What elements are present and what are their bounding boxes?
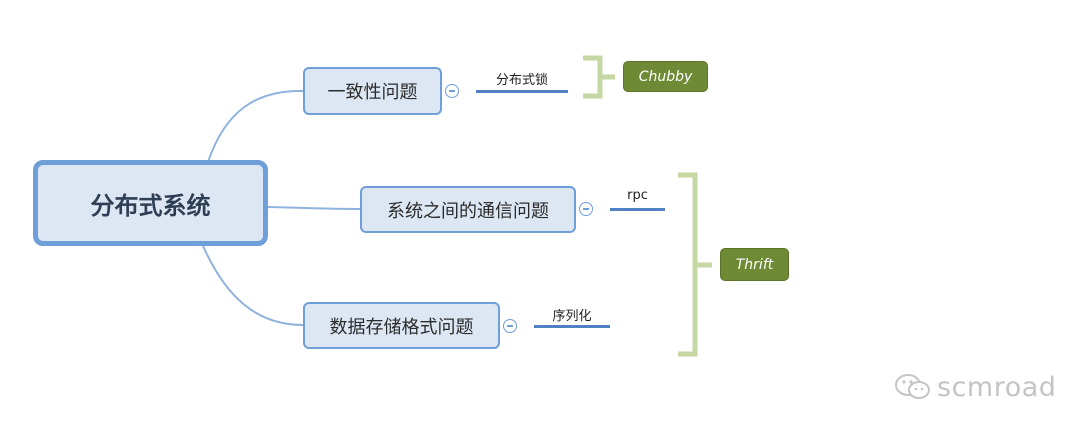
tag-chubby[interactable]: Chubby: [623, 61, 708, 92]
branch-label-storage-format: 数据存储格式问题: [329, 316, 474, 338]
root-node-distributed-system[interactable]: 分布式系统: [33, 160, 268, 246]
watermark: scmroad: [893, 371, 1056, 403]
tag-label-thrift: Thrift: [735, 256, 774, 273]
connector-root-to-communication: [267, 206, 361, 210]
bracket-thrift: [678, 172, 712, 357]
tag-thrift[interactable]: Thrift: [720, 248, 789, 281]
leaf-label-serialization: 序列化: [552, 309, 592, 324]
branch-node-consistency[interactable]: 一致性问题: [303, 67, 442, 115]
leaf-line-rpc: [610, 208, 665, 211]
branch-label-communication: 系统之间的通信问题: [387, 200, 549, 222]
leaf-line-serialization: [534, 325, 610, 328]
connector-root-to-storage: [202, 245, 304, 326]
wechat-icon: [895, 374, 930, 399]
connector-root-to-consistency: [207, 89, 304, 163]
collapse-icon[interactable]: [445, 84, 459, 98]
watermark-text: scmroad: [937, 371, 1057, 403]
leaf-label-distributed-lock: 分布式锁: [495, 73, 548, 88]
leaf-line-distributed-lock: [476, 90, 568, 93]
branch-node-communication[interactable]: 系统之间的通信问题: [360, 186, 576, 233]
tag-label-chubby: Chubby: [638, 68, 693, 85]
root-node-label: 分布式系统: [90, 191, 211, 220]
collapse-icon[interactable]: [503, 319, 517, 333]
collapse-icon[interactable]: [579, 202, 593, 216]
branch-node-storage-format[interactable]: 数据存储格式问题: [303, 302, 500, 349]
branch-label-consistency: 一致性问题: [327, 82, 418, 103]
bracket-chubby: [583, 55, 615, 99]
leaf-label-rpc: rpc: [627, 188, 648, 203]
